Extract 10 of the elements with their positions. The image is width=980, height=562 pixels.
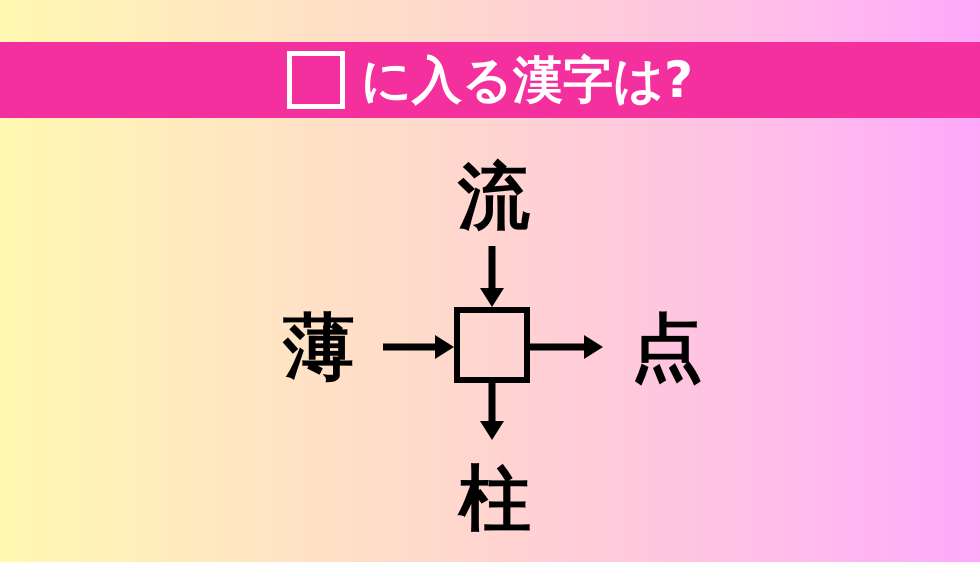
arrow — [530, 335, 603, 359]
kanji-character: 点 — [603, 311, 715, 383]
title-text: に入る漢字は? — [360, 50, 693, 110]
arrow — [383, 335, 454, 359]
arrow — [480, 383, 504, 440]
arrow — [480, 246, 504, 307]
kanji-character: 流 — [446, 160, 542, 246]
blank-box — [454, 307, 530, 383]
kanji-character: 柱 — [447, 440, 543, 536]
kanji-character: 薄 — [271, 311, 383, 383]
